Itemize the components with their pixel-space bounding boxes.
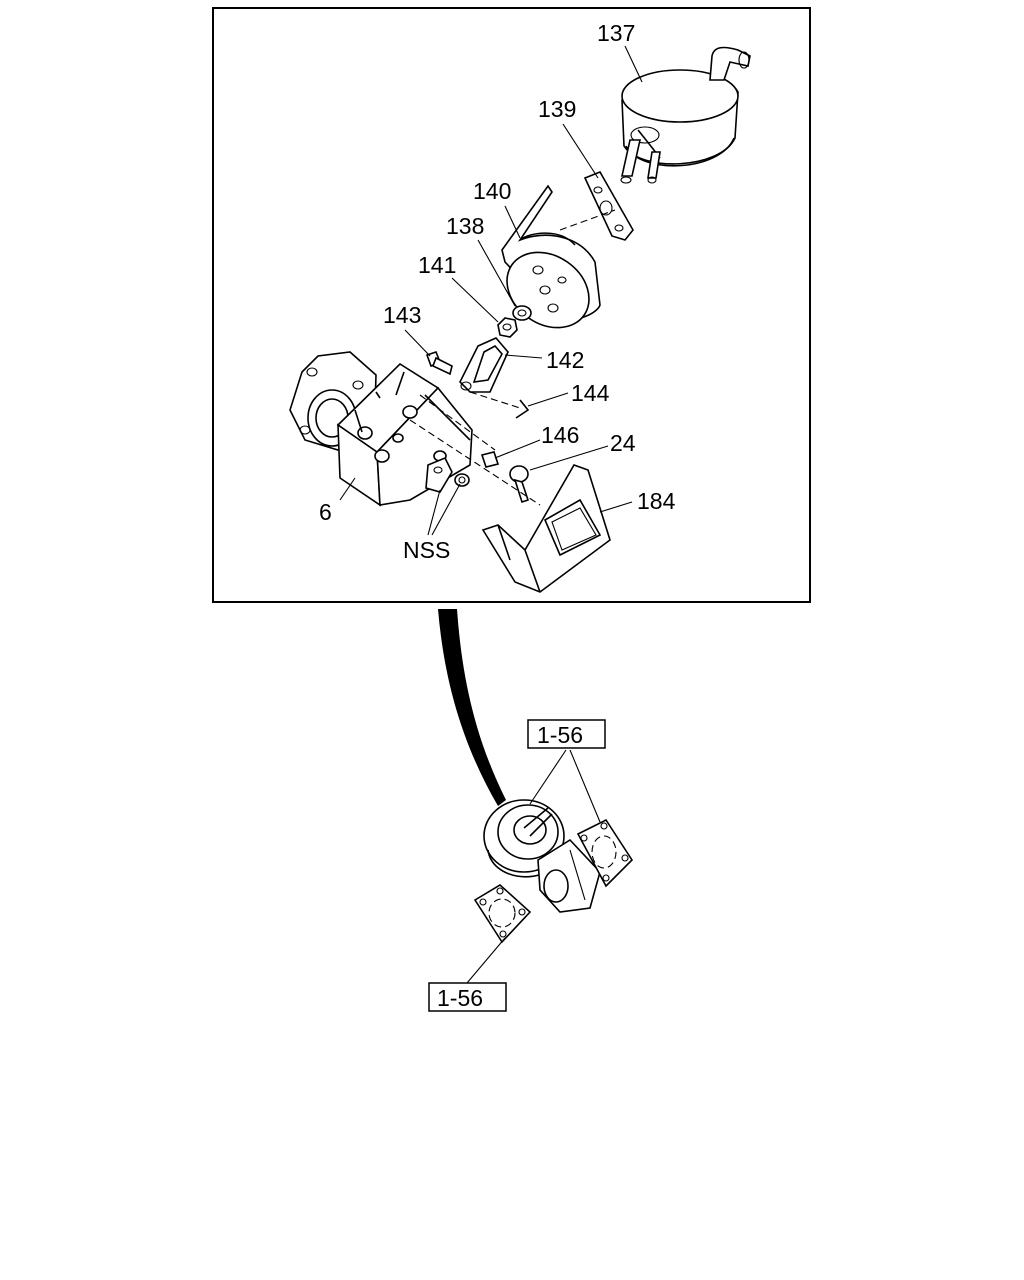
nss-parts bbox=[425, 456, 470, 493]
assembly-lines bbox=[409, 209, 616, 506]
callout-6: 6 bbox=[319, 499, 332, 525]
part-139-gasket bbox=[583, 170, 634, 241]
callout-24: 24 bbox=[610, 430, 636, 456]
callout-184: 184 bbox=[637, 488, 676, 514]
leader-lines bbox=[339, 45, 643, 536]
callout-146: 146 bbox=[541, 422, 579, 448]
egr-valve-assembly bbox=[483, 799, 601, 913]
reference-top: 1-56 bbox=[537, 722, 583, 748]
part-146-clip bbox=[480, 451, 500, 468]
reference-top-leaders bbox=[529, 749, 601, 823]
detail-frame bbox=[212, 7, 811, 603]
callout-141: 141 bbox=[418, 252, 456, 278]
part-144-pin bbox=[515, 399, 530, 419]
callout-138: 138 bbox=[446, 213, 484, 239]
part-143-bolt bbox=[425, 351, 453, 376]
reference-bottom: 1-56 bbox=[437, 985, 483, 1011]
callout-142: 142 bbox=[546, 347, 584, 373]
part-141-nut bbox=[497, 317, 518, 338]
reference-box-bottom bbox=[428, 982, 507, 1012]
detail-connector bbox=[438, 609, 506, 806]
gasket-upper bbox=[576, 818, 634, 888]
reference-box-top bbox=[527, 719, 606, 749]
part-142-lever bbox=[459, 337, 509, 393]
part-137-actuator bbox=[620, 46, 751, 184]
part-138-nut bbox=[512, 305, 532, 321]
callout-nss: NSS bbox=[403, 537, 450, 563]
callout-144: 144 bbox=[571, 380, 610, 406]
part-24-bolt bbox=[509, 465, 530, 504]
callout-143: 143 bbox=[383, 302, 421, 328]
gasket-lower bbox=[473, 884, 532, 944]
reference-bottom-leader bbox=[466, 937, 506, 984]
callout-137: 137 bbox=[597, 20, 635, 46]
callout-139: 139 bbox=[538, 96, 576, 122]
part-184-cover bbox=[481, 464, 611, 593]
callout-140: 140 bbox=[473, 178, 511, 204]
